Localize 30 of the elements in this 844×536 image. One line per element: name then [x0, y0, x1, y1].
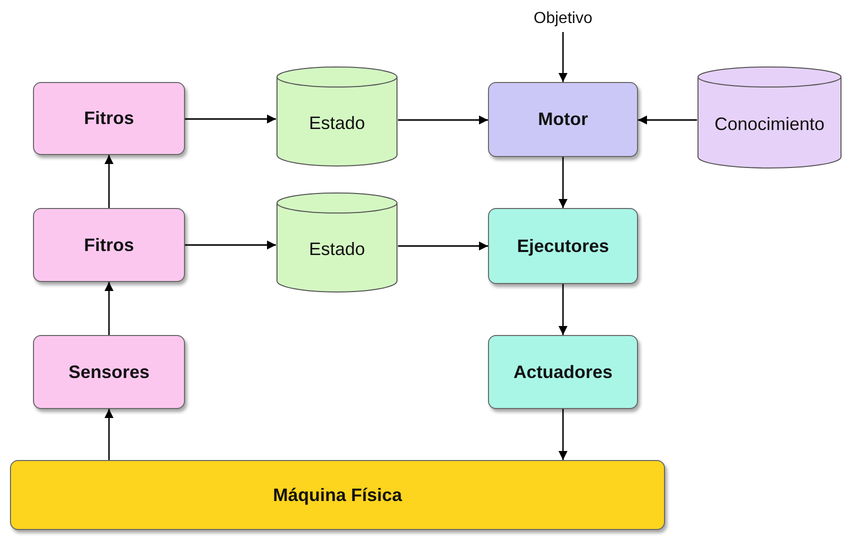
node-label: Actuadores	[513, 362, 613, 382]
arrow	[185, 114, 276, 124]
arrow	[558, 157, 568, 208]
process-box	[488, 208, 638, 284]
process-box	[33, 82, 185, 155]
node-label: Máquina Física	[272, 484, 402, 506]
arrow	[185, 240, 276, 250]
node-label: Motor	[538, 109, 588, 130]
arrow	[104, 409, 114, 460]
process-box	[488, 335, 638, 409]
process-box	[33, 335, 185, 409]
process-box	[488, 82, 638, 157]
arrow	[104, 155, 114, 208]
arrow	[398, 116, 488, 124]
node-label: Sensores	[68, 362, 150, 382]
arrow	[104, 282, 114, 335]
arrow	[558, 32, 568, 82]
process-box	[10, 460, 665, 530]
node-label: Fitros	[84, 234, 134, 256]
arrow	[558, 409, 568, 460]
node-label: Estado	[308, 238, 366, 260]
node-label: Objetivo	[534, 10, 592, 28]
arrow	[558, 284, 568, 335]
node-label: Conocimiento	[714, 114, 825, 134]
arrow	[398, 242, 488, 250]
node-label: Ejecutores	[516, 236, 610, 256]
process-box	[33, 208, 185, 282]
node-label: Fitros	[84, 108, 134, 129]
arrow	[638, 116, 697, 124]
node-label: Estado	[308, 112, 366, 134]
